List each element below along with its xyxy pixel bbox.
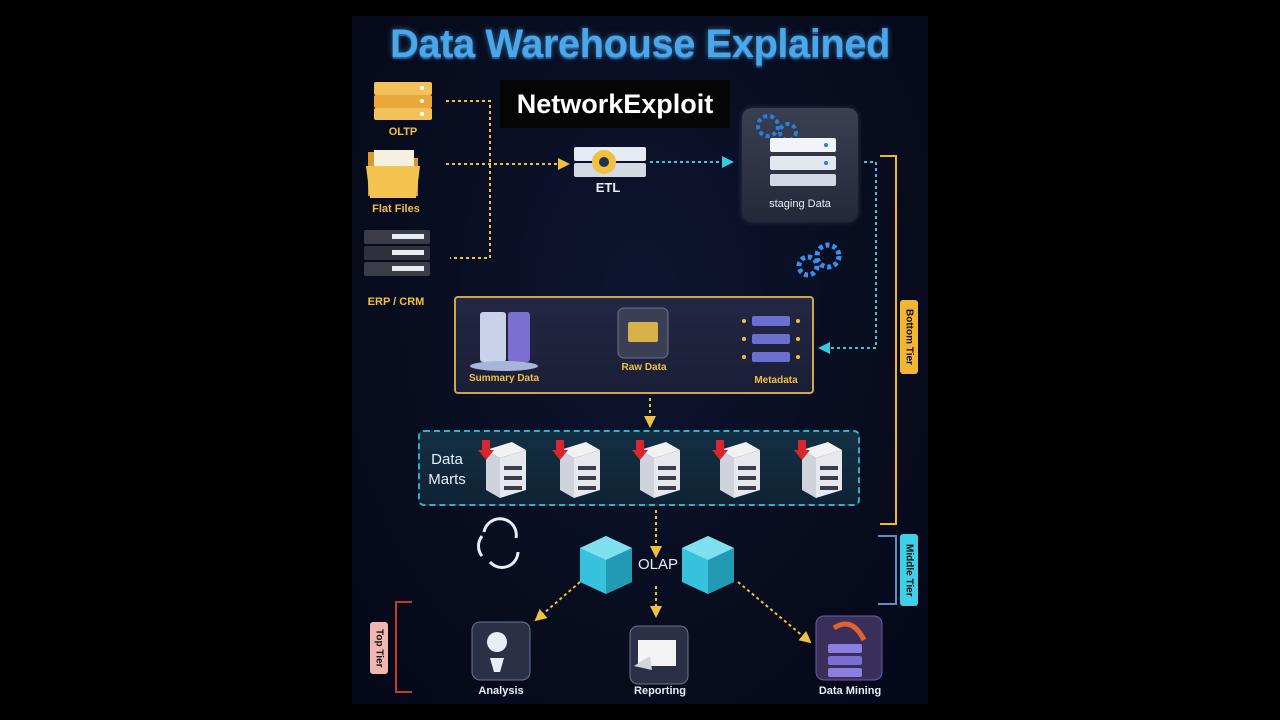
folder-icon (366, 150, 420, 198)
cube-icon (580, 536, 632, 594)
cube-icon (682, 536, 734, 594)
output-label-analysis: Analysis (478, 685, 524, 697)
staging-server-icon (756, 114, 836, 186)
source-label-oltp: OLTP (388, 126, 418, 138)
gear-icon (796, 242, 842, 278)
source-label-erp-crm: ERP / CRM (367, 296, 425, 308)
metadata-icon (742, 316, 800, 362)
raw-data-icon (617, 307, 669, 359)
data-mart-servers (478, 440, 842, 498)
rack-server-icon (364, 230, 430, 276)
data-mart-server-icon (552, 440, 600, 498)
olap-label: OLAP (637, 556, 679, 573)
database-icon (815, 615, 883, 681)
summary-data-icon (470, 312, 538, 371)
etl-server-icon (574, 147, 646, 177)
data-marts-label: Data Marts (422, 450, 472, 490)
etl-label: ETL (595, 180, 621, 195)
magnifier-icon (471, 621, 531, 681)
output-icons (471, 615, 883, 685)
watermark-overlay: NetworkExploit (500, 80, 730, 128)
raw-data-label: Raw Data (621, 362, 667, 373)
tier-badge-top: Top Tier (370, 622, 388, 674)
warehouse-icons (470, 307, 800, 371)
cycle-arrows-icon (477, 517, 520, 569)
output-label-reporting: Reporting (634, 685, 686, 697)
diagram-panel: Data Warehouse Explained OLTP Flat Files… (352, 16, 928, 704)
tier-badge-middle: Middle Tier (900, 534, 918, 606)
output-label-data-mining: Data Mining (818, 685, 882, 697)
server-stack-icon (374, 82, 432, 120)
data-mart-server-icon (712, 440, 760, 498)
tier-badge-bottom: Bottom Tier (900, 300, 918, 374)
report-icon (629, 625, 689, 685)
metadata-label: Metadata (754, 375, 798, 386)
staging-data-label: staging Data (769, 198, 831, 210)
data-mart-server-icon (632, 440, 680, 498)
page-title: Data Warehouse Explained (390, 22, 891, 66)
source-label-flat-files: Flat Files (372, 203, 420, 215)
olap-cubes (477, 517, 734, 594)
data-marts-label-line1: Data (431, 451, 463, 468)
data-marts-label-line2: Marts (428, 471, 466, 488)
data-mart-server-icon (478, 440, 526, 498)
summary-data-label: Summary Data (468, 373, 540, 384)
data-mart-server-icon (794, 440, 842, 498)
